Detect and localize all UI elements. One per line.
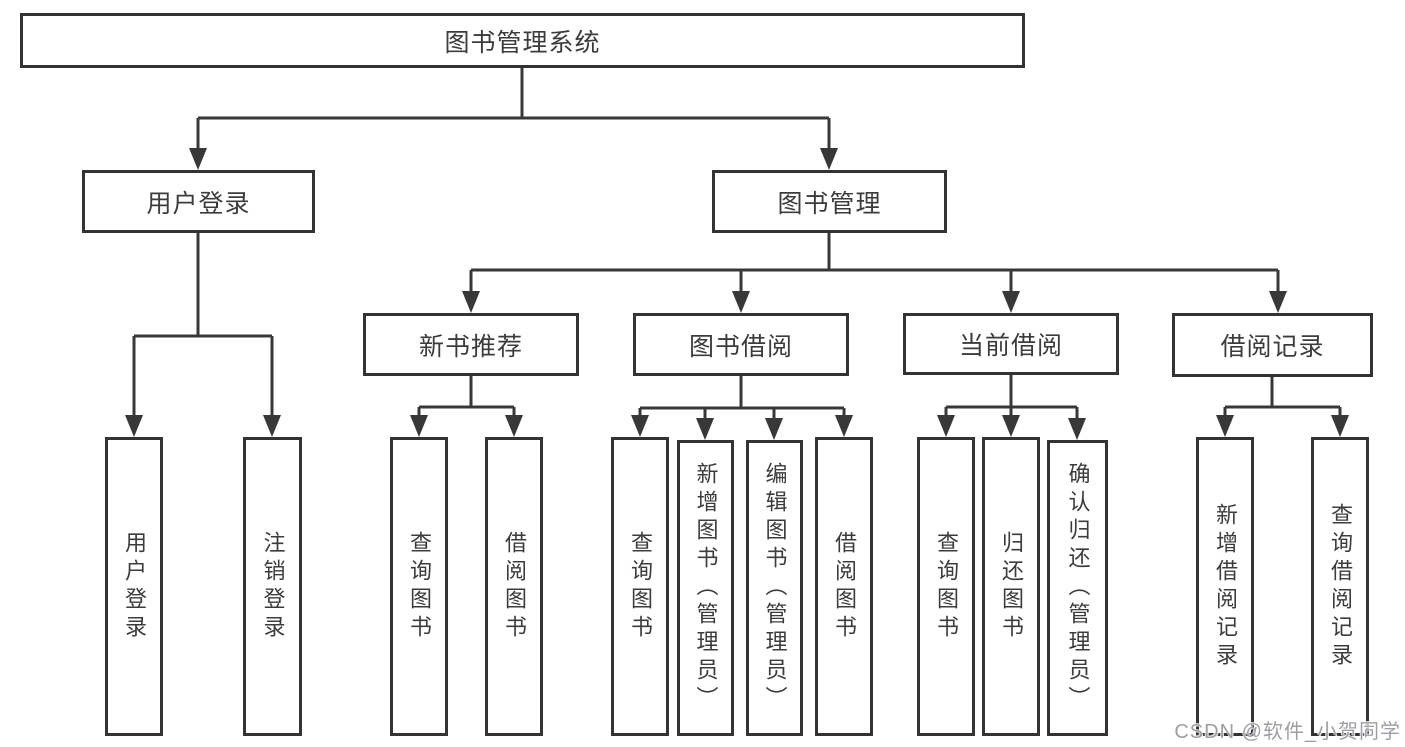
arrow-down-icon	[410, 415, 428, 437]
node-current-borrow: 当前借阅	[903, 313, 1119, 375]
leaf-label: 借阅图书	[832, 530, 857, 643]
node-leaf-query-borrow-record: 查询借阅记录	[1311, 437, 1369, 736]
leaf-label: 确认归还（管理员）	[1065, 462, 1091, 714]
arrow-down-icon	[835, 415, 853, 437]
leaf-label: 查询图书	[934, 530, 959, 643]
node-user-login: 用户登录	[82, 170, 315, 233]
arrow-down-icon	[1002, 291, 1020, 313]
arrow-down-icon	[1216, 415, 1234, 437]
leaf-label: 借阅图书	[502, 530, 527, 643]
leaf-label: 查询图书	[407, 530, 432, 643]
arrow-down-icon	[125, 415, 143, 437]
node-leaf-user-login: 用户登录	[105, 437, 163, 736]
node-leaf-borrow-book-1: 借阅图书	[485, 437, 543, 736]
node-leaf-borrow-book-2: 借阅图书	[815, 437, 873, 736]
leaf-label: 编辑图书（管理员）	[762, 462, 788, 714]
arrow-down-icon	[462, 291, 480, 313]
leaf-label: 注销登录	[260, 530, 286, 643]
node-leaf-query-book-2: 查询图书	[611, 437, 669, 736]
arrow-down-icon	[1068, 418, 1086, 440]
node-leaf-query-book-3: 查询图书	[917, 437, 975, 736]
node-leaf-confirm-return-admin: 确认归还（管理员）	[1047, 440, 1108, 736]
arrow-down-icon	[263, 415, 281, 437]
node-leaf-add-borrow-record: 新增借阅记录	[1196, 437, 1254, 736]
arrow-down-icon	[696, 418, 714, 440]
node-leaf-logout: 注销登录	[243, 437, 302, 736]
leaf-label: 新增图书（管理员）	[693, 462, 719, 714]
arrow-down-icon	[505, 415, 523, 437]
node-leaf-query-book-1: 查询图书	[390, 437, 448, 736]
leaf-label: 新增借阅记录	[1213, 502, 1238, 671]
arrow-down-icons	[125, 148, 1349, 440]
node-book-management: 图书管理	[712, 170, 947, 233]
leaf-label: 用户登录	[122, 530, 147, 643]
arrow-down-icon	[765, 418, 783, 440]
leaf-label: 查询图书	[628, 530, 653, 643]
node-borrow-record: 借阅记录	[1172, 313, 1373, 377]
node-leaf-edit-book-admin: 编辑图书（管理员）	[746, 440, 803, 736]
arrow-down-icon	[1269, 291, 1287, 313]
arrow-down-icon	[820, 148, 838, 170]
connector-lines	[132, 68, 1342, 423]
leaf-label: 查询借阅记录	[1328, 502, 1353, 671]
arrow-down-icon	[1331, 415, 1349, 437]
csdn-watermark: CSDN @软件_小贺同学	[1174, 721, 1401, 743]
node-leaf-return-book: 归还图书	[982, 437, 1040, 736]
node-root-system: 图书管理系统	[20, 13, 1025, 68]
node-new-book-recommend: 新书推荐	[363, 313, 579, 376]
arrow-down-icon	[937, 415, 955, 437]
arrow-down-icon	[732, 291, 750, 313]
arrow-down-icon	[1002, 415, 1020, 437]
node-book-borrow: 图书借阅	[633, 313, 849, 376]
node-leaf-add-book-admin: 新增图书（管理员）	[677, 440, 734, 736]
leaf-label: 归还图书	[999, 530, 1024, 643]
arrow-down-icon	[631, 415, 649, 437]
arrow-down-icon	[189, 148, 207, 170]
